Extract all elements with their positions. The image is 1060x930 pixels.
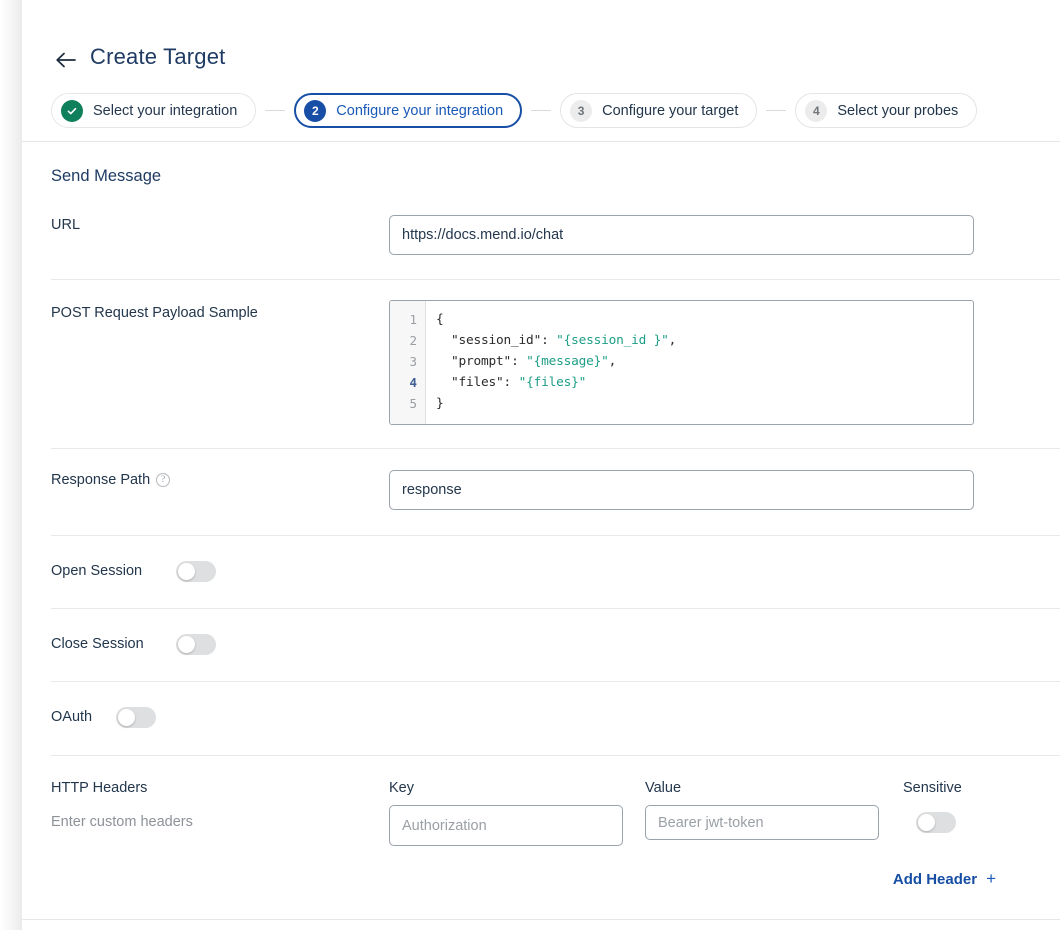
divider-after-payload <box>51 448 1060 449</box>
page-header: Create Target Select your integration 2 … <box>22 0 1060 141</box>
step-number-badge: 3 <box>570 99 593 122</box>
post-payload-label: POST Request Payload Sample <box>51 305 258 321</box>
page-title: Create Target <box>90 44 226 69</box>
line-number: 4 <box>409 375 417 390</box>
close-session-toggle[interactable] <box>176 634 216 655</box>
toggle-knob <box>178 636 195 653</box>
open-session-toggle[interactable] <box>176 561 216 582</box>
oauth-toggle[interactable] <box>116 707 156 728</box>
line-number: 2 <box>409 333 417 348</box>
column-header-value: Value <box>645 780 682 796</box>
url-input[interactable] <box>389 215 974 255</box>
step-select-your-integration[interactable]: Select your integration <box>51 93 257 128</box>
divider-after-oauth <box>51 755 1060 756</box>
step-number-badge: 4 <box>805 99 828 122</box>
step-separator <box>265 110 286 111</box>
header-divider <box>22 141 1060 142</box>
header-key-input[interactable] <box>389 805 623 846</box>
toggle-knob <box>918 814 935 831</box>
add-header-button[interactable]: Add Header + <box>893 869 996 889</box>
plus-icon: + <box>986 869 996 888</box>
stepper: Select your integration 2 Configure your… <box>51 93 978 128</box>
oauth-label: OAuth <box>51 709 93 725</box>
http-headers-label: HTTP Headers <box>51 780 148 796</box>
divider-after-close-session <box>51 681 1060 682</box>
close-session-label: Close Session <box>51 636 144 652</box>
response-path-label: Response Path ? <box>51 472 171 488</box>
step-label: Select your integration <box>93 102 238 119</box>
step-separator <box>531 110 552 111</box>
help-circle-icon[interactable]: ? <box>156 473 171 487</box>
step-configure-your-target[interactable]: 3 Configure your target <box>560 93 758 128</box>
column-header-key: Key <box>389 780 414 796</box>
step-configure-your-integration[interactable]: 2 Configure your integration <box>294 93 523 128</box>
add-header-label: Add Header <box>892 870 978 888</box>
step-label: Configure your target <box>602 102 739 119</box>
step-label: Configure your integration <box>336 102 504 119</box>
line-number: 3 <box>409 354 417 369</box>
response-path-label-text: Response Path <box>51 472 151 488</box>
open-session-label: Open Session <box>51 563 143 579</box>
bottom-divider <box>22 919 1060 920</box>
arrow-left-icon[interactable] <box>52 46 80 74</box>
line-number: 1 <box>409 312 417 327</box>
left-rail <box>0 0 22 930</box>
editor-gutter: 1 2 3 4 5 <box>390 301 426 424</box>
step-select-your-probes[interactable]: 4 Select your probes <box>795 93 978 128</box>
section-title-send-message: Send Message <box>51 167 162 185</box>
header-value-input[interactable] <box>645 805 879 840</box>
editor-code[interactable]: { "session_id": "{session_id }", "prompt… <box>436 312 677 411</box>
toggle-knob <box>178 563 195 580</box>
line-number: 5 <box>409 396 417 411</box>
step-label: Select your probes <box>837 102 959 119</box>
header-sensitive-toggle[interactable] <box>916 812 956 833</box>
column-header-sensitive: Sensitive <box>903 780 962 796</box>
payload-code-editor[interactable]: 1 2 3 4 5 { "session_id": "{session_id }… <box>389 300 974 425</box>
divider-after-response-path <box>51 535 1060 536</box>
step-separator <box>766 110 787 111</box>
http-headers-hint: Enter custom headers <box>51 814 193 830</box>
check-icon <box>61 99 83 122</box>
divider-after-open-session <box>51 608 1060 609</box>
step-number-badge: 2 <box>304 99 327 122</box>
url-label: URL <box>51 217 81 233</box>
response-path-input[interactable] <box>389 470 974 510</box>
divider-after-url <box>51 279 1060 280</box>
toggle-knob <box>118 709 135 726</box>
content-panel: Create Target Select your integration 2 … <box>22 0 1060 930</box>
